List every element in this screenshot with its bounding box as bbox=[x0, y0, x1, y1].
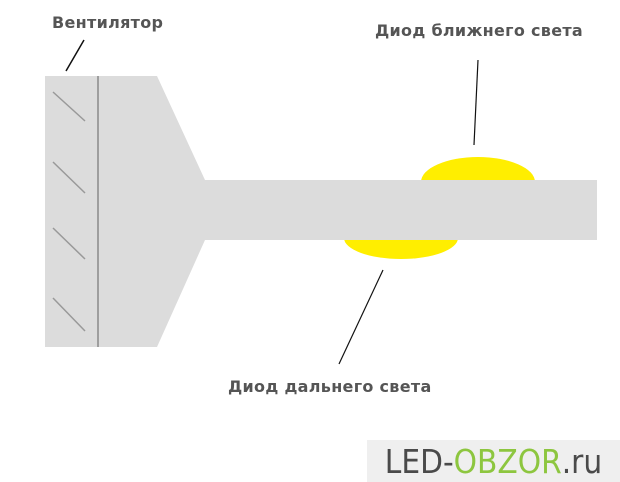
heatsink-body bbox=[45, 76, 597, 347]
logo-part-obzor: OBZOR bbox=[453, 441, 562, 481]
high-beam-label: Диод дальнего света bbox=[228, 377, 432, 396]
fan-leader-line bbox=[65, 39, 85, 72]
fan-blades bbox=[52, 91, 86, 332]
low-beam-label: Диод ближнего света bbox=[375, 21, 584, 40]
logo-part-ru: .ru bbox=[561, 441, 603, 481]
site-logo: LED-OBZOR.ru bbox=[367, 440, 620, 482]
logo-part-led: LED- bbox=[384, 441, 454, 481]
low-beam-leader-line bbox=[473, 59, 479, 146]
fan-label: Вентилятор bbox=[52, 13, 164, 32]
high-beam-leader-line bbox=[338, 269, 384, 365]
